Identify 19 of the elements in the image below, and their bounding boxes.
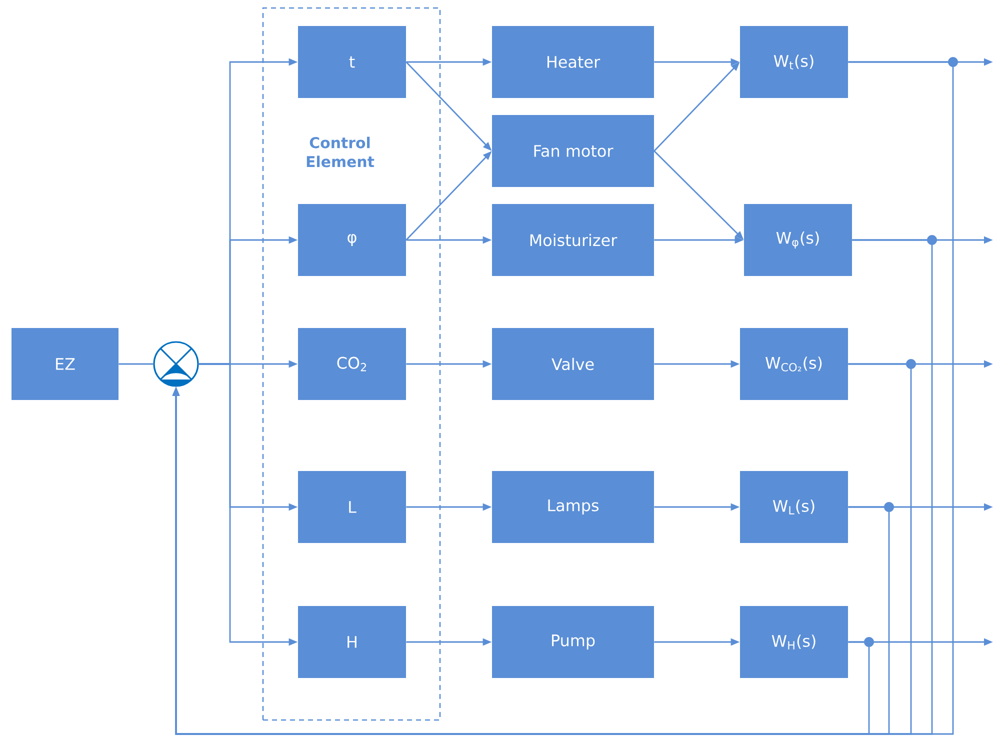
block: t (298, 26, 406, 98)
block: EZ (12, 328, 118, 400)
block: Lamps (492, 471, 654, 543)
block: Fan motor (492, 115, 654, 187)
summing-junction (153, 341, 199, 387)
block: W$_{t}$(s) (740, 26, 848, 98)
block: φ (298, 204, 406, 276)
block: Valve (492, 328, 654, 400)
block: W$_{CO₂}$(s) (740, 328, 848, 400)
block: W$_{L}$(s) (740, 471, 848, 543)
line (118, 363, 154, 365)
block: Moisturizer (492, 204, 654, 276)
block: Heater (492, 26, 654, 98)
block: L (298, 471, 406, 543)
block: H (298, 606, 406, 678)
block: W$_{φ}$(s) (744, 204, 852, 276)
block: W$_{H}$(s) (740, 606, 848, 678)
block: Pump (492, 606, 654, 678)
block: CO$_{2}$ (298, 328, 406, 400)
